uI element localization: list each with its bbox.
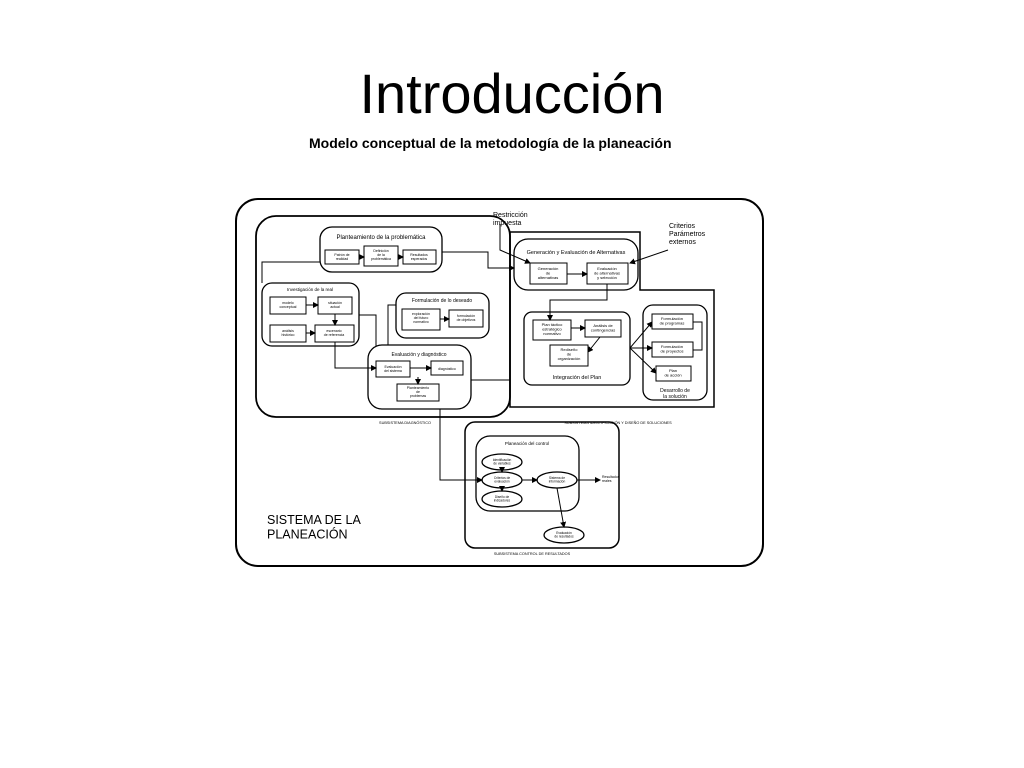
group-integracion-plan-label: Integración del Plan (553, 375, 602, 381)
group-desarrollo-solucion (642, 304, 708, 401)
node-rediseno-organizacion-box (549, 344, 589, 367)
figure-title: Modelo conceptual de la metodología de l… (309, 135, 672, 151)
node-diagnostico: diagnóstico (438, 367, 456, 371)
group-formulacion-deseado (395, 292, 490, 339)
group-investigacion-label: Investigación de la real (287, 287, 333, 292)
system-frame (235, 198, 764, 567)
group-formulacion-deseado-label: Formulación de lo deseado (412, 298, 473, 304)
group-planeacion-control-label: Planeación del control (505, 441, 549, 446)
connectors (261, 224, 703, 528)
group-generacion-evaluacion-label: Generación y Evaluación de Alternativas (527, 250, 626, 256)
subsystem-diagnostico-label: SUBSISTEMA DIAGNÓSTICO (379, 420, 431, 425)
group-planteamiento-label: Planteamiento de la problemática (336, 235, 426, 241)
slide-title: Introducción (359, 62, 665, 125)
subsystem-control-box (464, 421, 620, 549)
group-generacion-evaluacion (513, 238, 639, 291)
subsystem-control-label: SUBSISTEMA CONTROL DE RESULTADOS (494, 552, 571, 556)
group-evaluacion-diagnostico (367, 344, 472, 410)
subsystem-identificacion-label: SUBSISTEMA IDENTIFICACIÓN Y DISEÑO DE SO… (564, 420, 672, 425)
group-planeacion-control (475, 435, 580, 512)
group-evaluacion-diagnostico-label: Evaluación y diagnóstico (391, 352, 446, 358)
group-planteamiento (319, 226, 443, 273)
